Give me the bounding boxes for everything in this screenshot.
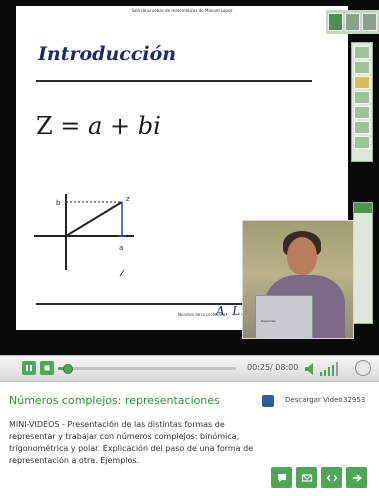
toolbar-button [345,13,360,31]
toolbar-tool [354,136,370,149]
vector-z [65,201,123,237]
volume-slider[interactable] [320,362,338,376]
volume-bar [332,364,334,376]
volume-bar [336,362,338,376]
progress-bar[interactable] [58,364,236,374]
arrow-right-icon [352,473,362,482]
smartboard-side-toolbar [351,42,373,162]
slide-title: Introducción [38,43,177,65]
download-icon[interactable] [262,395,274,407]
presenter-head [287,237,317,275]
envelope-icon [301,473,312,482]
toolbar-tool [354,61,370,74]
axis-label-a: a [119,244,123,252]
formula-lhs: Z = [36,112,89,140]
comment-button[interactable] [271,467,292,488]
smartboard-side-panel [353,202,373,324]
pause-button[interactable] [22,361,36,375]
video-player[interactable]: Sala de pruebas de matemáticas de Manuel… [0,0,379,355]
toolbar-button [362,13,377,31]
progress-fill [58,367,68,370]
toolbar-tool [354,91,370,104]
slide-rule-top [36,80,312,82]
toolbar-tool [354,76,370,89]
panel-header [354,203,372,213]
progress-handle[interactable] [63,364,74,374]
player-logo-icon[interactable] [355,360,371,376]
laptop [255,295,313,338]
formula-bi: bi [137,112,161,140]
speaker-icon[interactable] [304,362,316,376]
slide-rule-bottom [36,303,312,305]
presenter-video-inset: Raparolas [242,220,354,339]
share-button[interactable] [346,467,367,488]
slide-header: Sala de pruebas de matemáticas de Manuel… [131,8,233,13]
toolbar-button [328,13,343,31]
time-display: 00:25/ 08:00 [247,363,299,372]
action-buttons [271,467,367,488]
axis-label-b: b [56,199,61,207]
toolbar-tool [354,121,370,134]
email-button[interactable] [296,467,317,488]
comment-icon [277,473,286,482]
toolbar-tool [354,46,370,59]
volume-bar [320,372,322,376]
volume-bar [324,369,326,376]
code-icon [326,474,337,481]
laptop-label: Raparolas [261,319,276,323]
pause-icon [26,365,32,371]
stop-icon [44,365,50,371]
slide-area: Sala de pruebas de matemáticas de Manuel… [16,6,348,330]
formula-plus: + [102,112,138,140]
download-video-link[interactable]: Descargar Video [285,396,343,404]
stop-button[interactable] [40,361,54,375]
volume-bar [328,367,330,376]
axis-label-z: z [126,195,130,203]
complex-plane-diagram: b a z [34,194,134,277]
view-count: 32953 [343,396,366,404]
formula-a: a [88,112,103,140]
embed-button[interactable] [321,467,342,488]
smartboard-top-toolbar [326,10,379,34]
slide-footer-text: Nombre de la profesora [178,312,226,317]
toolbar-tool [354,106,370,119]
pen-mark [119,269,125,277]
video-description: MINI-VIDEOS - Presentación de las distin… [9,420,254,465]
slide-formula: Z = a + bi [36,112,161,140]
player-controls: 00:25/ 08:00 [0,355,379,382]
video-title: Números complejos: representaciones [9,394,220,407]
